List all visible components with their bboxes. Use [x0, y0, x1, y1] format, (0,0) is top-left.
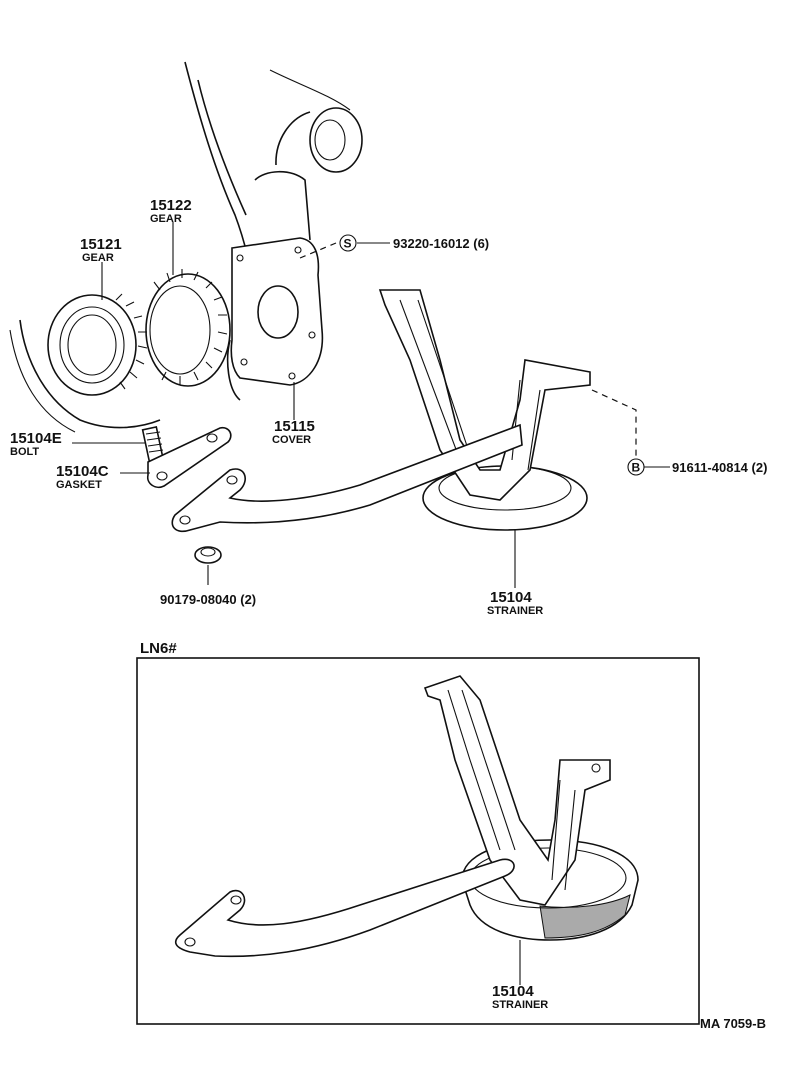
strainer-inset-name: STRAINER [492, 999, 548, 1011]
leader-lines [72, 222, 670, 588]
screw-symbol: S [344, 237, 352, 251]
outer-gear-15122 [145, 269, 231, 387]
strainer-top-number: 15104 [490, 589, 532, 606]
nut-part-number: 90179-08040 (2) [160, 592, 256, 607]
callout-nut: 90179-08040 (2) [160, 592, 256, 607]
bolt-b-symbol: B [632, 461, 641, 475]
bolt-number: 15104E [10, 430, 62, 447]
callout-bolt: 15104E BOLT [10, 430, 62, 458]
figure-code: MA 7059-B [700, 1016, 766, 1031]
inner-gear-15121 [47, 293, 148, 396]
strainer-inset-number: 15104 [492, 983, 534, 1000]
gear-15121-number: 15121 [80, 236, 122, 253]
strainer-top-name: STRAINER [487, 605, 543, 617]
strainer-assembly-inset [174, 675, 639, 985]
gear-15121-name: GEAR [82, 252, 114, 264]
screw-part-number: 93220-16012 (6) [393, 236, 489, 251]
bolt-b-part-number: 91611-40814 (2) [672, 460, 767, 475]
callout-gear-15121: 15121 GEAR [80, 236, 122, 264]
screw-symbol-circle [339, 234, 357, 252]
gasket-15104c [146, 426, 232, 489]
bolt-name: BOLT [10, 446, 39, 458]
bolt-15104e [141, 425, 165, 465]
callout-strainer-top: 15104 STRAINER [487, 589, 543, 617]
callout-cover: 15115 COVER [272, 418, 315, 446]
gear-15122-name: GEAR [150, 213, 182, 225]
cover-name: COVER [272, 434, 311, 446]
nut-90179 [194, 546, 222, 585]
callout-strainer-inset: 15104 STRAINER [492, 983, 548, 1011]
cover-plate [230, 237, 324, 386]
bolt-b-symbol-circle [627, 458, 645, 476]
inset-ln6: LN6# 15104 STRAINER [136, 640, 700, 1025]
gasket-number: 15104C [56, 463, 109, 480]
strainer-assembly-top [171, 289, 591, 533]
callout-bolt-b: B 91611-40814 (2) [627, 458, 767, 476]
gear-15122-number: 15122 [150, 197, 192, 214]
callout-screw: S 93220-16012 (6) [339, 234, 489, 252]
callout-gear-15122: 15122 GEAR [150, 197, 192, 225]
inset-frame [136, 657, 700, 1025]
gasket-name: GASKET [56, 479, 102, 491]
inset-title: LN6# [140, 640, 177, 657]
cover-number: 15115 [274, 418, 315, 435]
callout-gasket: 15104C GASKET [56, 463, 109, 491]
